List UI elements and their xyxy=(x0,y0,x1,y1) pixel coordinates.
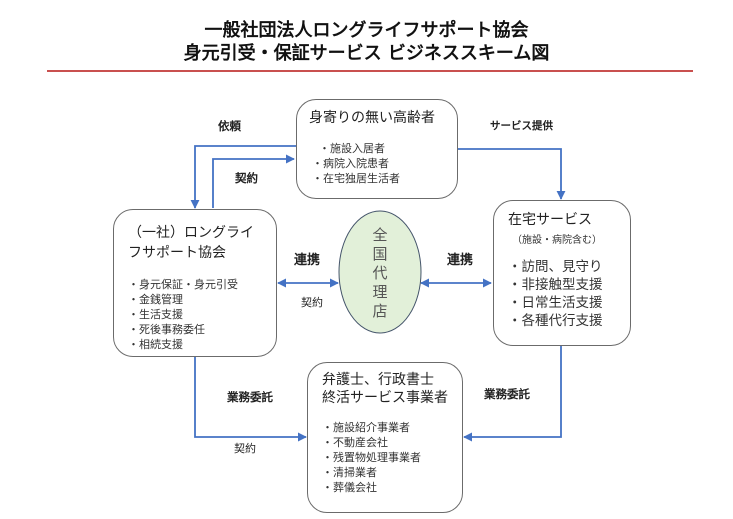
edge-label-contract-mid: 契約 xyxy=(301,296,323,309)
node-association-item: ・生活支援 xyxy=(128,308,183,321)
edge-label-outsourcing-left: 業務委託 xyxy=(227,390,273,404)
edge-label-request: 依頼 xyxy=(218,119,241,133)
node-professionals-item: ・清掃業者 xyxy=(322,466,377,479)
node-elderly-item: ・施設入居者 xyxy=(319,142,385,155)
node-home-service-item: ・日常生活支援 xyxy=(508,295,603,311)
node-professionals: 弁護士、行政書士 終活サービス事業者 ・施設紹介事業者 ・不動産会社 ・残置物処… xyxy=(307,362,463,513)
node-association-item: ・死後事務委任 xyxy=(128,323,205,336)
edge-label-contract-bottom: 契約 xyxy=(234,442,256,455)
node-professionals-item: ・残置物処理事業者 xyxy=(322,451,421,464)
agency-ellipse xyxy=(338,210,422,334)
agency-label: 全国代理店 xyxy=(372,226,388,320)
node-home-service-item: ・非接触型支援 xyxy=(508,277,603,293)
title-line-1: 一般社団法人ロングライフサポート協会 xyxy=(204,20,529,41)
connector-contract-top xyxy=(212,154,295,208)
connector-outsourcing-left xyxy=(194,357,307,442)
node-association-item: ・金銭管理 xyxy=(128,293,183,306)
node-professionals-item: ・不動産会社 xyxy=(322,436,388,449)
node-professionals-item: ・葬儀会社 xyxy=(322,481,377,494)
node-home-service-item: ・訪問、見守り xyxy=(508,259,603,275)
node-home-service-title: 在宅サービス xyxy=(508,212,592,228)
edge-label-service-provision: サービス提供 xyxy=(490,120,553,132)
title-underline xyxy=(47,70,693,72)
connector-service-provision xyxy=(458,148,566,200)
edge-label-partnership-right: 連携 xyxy=(447,253,474,268)
edge-label-contract-top: 契約 xyxy=(235,171,258,185)
node-professionals-title-1: 弁護士、行政書士 xyxy=(322,372,434,388)
edge-label-outsourcing-right: 業務委託 xyxy=(484,387,530,401)
node-elderly-title: 身寄りの無い高齢者 xyxy=(309,110,435,126)
node-home-service-subtitle: （施設・病院含む） xyxy=(512,235,602,246)
node-elderly: 身寄りの無い高齢者 ・施設入居者 ・病院入院患者 ・在宅独居生活者 xyxy=(296,99,458,199)
connector-request xyxy=(190,145,296,209)
edge-label-partnership-left: 連携 xyxy=(294,253,321,268)
node-home-service-item: ・各種代行支援 xyxy=(508,313,603,329)
connector-outsourcing-right xyxy=(463,346,562,442)
node-elderly-item: ・病院入院患者 xyxy=(312,157,389,170)
node-association: （一社）ロングライフサポート協会 ・身元保証・身元引受 ・金銭管理 ・生活支援 … xyxy=(113,209,277,357)
node-association-item: ・身元保証・身元引受 xyxy=(128,278,238,291)
node-home-service: 在宅サービス （施設・病院含む） ・訪問、見守り ・非接触型支援 ・日常生活支援… xyxy=(493,200,631,346)
node-professionals-item: ・施設紹介事業者 xyxy=(322,421,410,434)
node-elderly-item: ・在宅独居生活者 xyxy=(312,172,400,185)
node-association-item: ・相続支援 xyxy=(128,338,183,351)
node-association-title: （一社）ロングライフサポート協会 xyxy=(128,225,254,261)
title-line-2: 身元引受・保証サービス ビジネススキーム図 xyxy=(183,43,550,64)
node-professionals-title-2: 終活サービス事業者 xyxy=(322,390,448,406)
